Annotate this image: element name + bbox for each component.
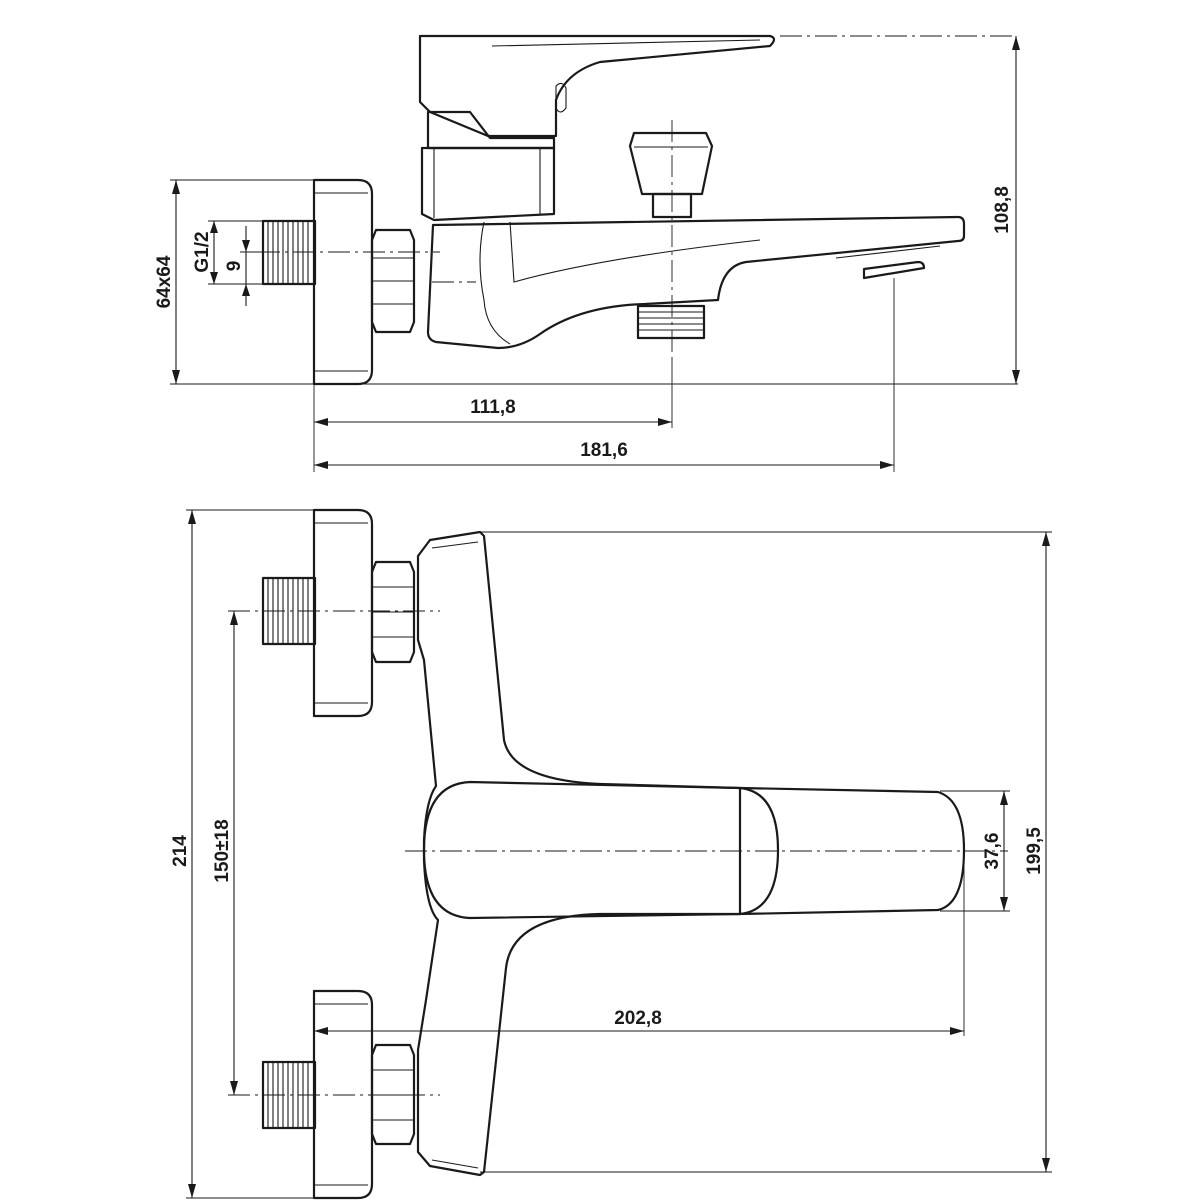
side-view: 64x64 G1/2 9 108,8 111,8 bbox=[154, 34, 1020, 472]
dim-spout-length: 202,8 bbox=[314, 1008, 964, 1035]
dim-rosette-side: 64x64 bbox=[154, 180, 180, 384]
dim-height-side: 108,8 bbox=[992, 36, 1020, 384]
side-thread-connector bbox=[261, 219, 317, 286]
dim-height-label: 108,8 bbox=[992, 186, 1013, 234]
dim-rosette-label: 64x64 bbox=[154, 255, 175, 308]
dim-spacing: 150±18 bbox=[212, 611, 238, 1095]
dim-width-mid: 111,8 bbox=[314, 397, 672, 426]
top-hex-nut-upper bbox=[370, 560, 416, 664]
top-mixer-body bbox=[416, 530, 742, 1177]
dim-thread-side: G1/2 bbox=[192, 221, 218, 284]
dim-thread-label: G1/2 bbox=[192, 231, 213, 272]
side-diverter-knob bbox=[628, 131, 714, 219]
dim-spout-width: 37,6 bbox=[982, 791, 1008, 911]
top-rosette-upper bbox=[312, 508, 374, 718]
top-hex-nut-lower bbox=[370, 1043, 416, 1146]
side-hex-nut bbox=[370, 228, 416, 334]
dim-width-mid-label: 111,8 bbox=[470, 397, 515, 418]
side-aerator bbox=[835, 245, 941, 280]
dim-thread-depth: 9 bbox=[224, 226, 250, 306]
dim-total-height: 214 bbox=[170, 510, 196, 1198]
side-mixer-body bbox=[426, 215, 966, 350]
side-hose-outlet bbox=[636, 304, 706, 340]
top-lever-pill bbox=[422, 780, 780, 920]
dim-spacing-label: 150±18 bbox=[212, 819, 233, 882]
side-cartridge-housing bbox=[420, 110, 556, 222]
dim-body-height: 199,5 bbox=[1024, 532, 1050, 1172]
dim-width-total: 181,6 bbox=[314, 440, 894, 469]
side-lever-handle bbox=[418, 34, 776, 138]
side-rosette bbox=[312, 178, 374, 386]
dim-width-total-label: 181,6 bbox=[580, 440, 628, 461]
dim-total-height-label: 214 bbox=[170, 835, 191, 867]
top-rosette-lower bbox=[312, 989, 374, 1200]
dim-thread-depth-label: 9 bbox=[224, 261, 245, 272]
dim-body-height-label: 199,5 bbox=[1024, 827, 1045, 875]
dim-spout-length-label: 202,8 bbox=[614, 1008, 662, 1029]
dim-spout-width-label: 37,6 bbox=[982, 833, 1003, 870]
top-view: 214 150±18 202,8 37,6 199,5 bbox=[170, 508, 1052, 1200]
